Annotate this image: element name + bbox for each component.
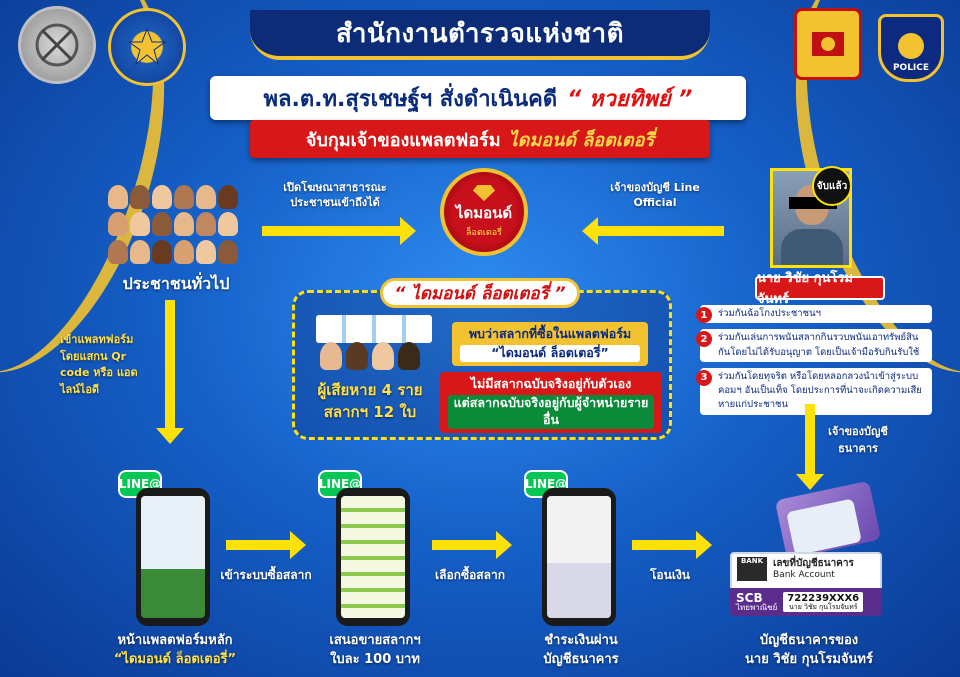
phone-lottery-offer — [336, 488, 410, 626]
victims-count: ผู้เสียหาย 4 ราย — [317, 381, 423, 399]
police-badge-text: POLICE — [892, 63, 930, 73]
agency-title: สำนักงานตำรวจแห่งชาติ — [335, 18, 625, 49]
brand-sub: ล็อตเตอรี่ — [466, 228, 502, 238]
arrow1-label: เข้าระบบซื้อสลาก — [220, 568, 312, 582]
scb-brand-th: ไทยพาณิชย์ — [736, 603, 778, 613]
arrow-owner-down — [796, 404, 824, 490]
charge-item: 2 ร่วมกันเล่นการพนันสลากกินรวบพนันเอาทรั… — [696, 329, 932, 362]
ad-label: เปิดโฆษณาสาธารณะ ประชาชนเข้าถึงได้ — [283, 181, 387, 210]
police-emblem-logo — [18, 6, 96, 84]
subhead-highlight: ไดมอนด์ ล็อตเตอรี่ — [508, 129, 655, 151]
charge-item: 1 ร่วมกันฉ้อโกงประชาชนฯ — [696, 305, 932, 324]
agency-title-bar: สำนักงานตำรวจแห่งชาติ — [250, 10, 710, 60]
entry-label: เข้าแพลทฟอร์ม โดยแสกน Qr code หรือ แอดไล… — [60, 333, 138, 396]
headline-banner: พล.ต.ท.สุรเชษฐ์ฯ สั่งดำเนินคดี “ หวยทิพย… — [210, 76, 746, 120]
account-number: 722239XXX6 — [787, 592, 860, 604]
scb-brand: SCB — [736, 590, 763, 605]
step2-label: เสนอขายสลากฯ ใบละ 100 บาท — [329, 633, 421, 667]
brand-name: ไดมอนด์ — [455, 204, 513, 222]
brand-logo: ไดมอนด์ ล็อตเตอรี่ — [440, 168, 528, 256]
step3-label: ชำระเงินผ่าน บัญชีธนาคาร — [543, 633, 619, 667]
victims-illustration — [310, 342, 430, 372]
arrow-owner-to-brand — [582, 217, 724, 245]
crowd-illustration — [103, 185, 243, 265]
public-label: ประชาชนทั่วไป — [122, 274, 230, 293]
headline-highlight: “ หวยทิพย์ ” — [567, 86, 693, 112]
arrow-step1-to-step2 — [226, 531, 306, 559]
star-emblem-logo — [108, 8, 186, 86]
scb-bar: SCB ไทยพาณิชย์ 722239XXX6 นาย วิชัย กุนโ… — [730, 588, 882, 616]
subhead-text: จับกุมเจ้าของแพลตฟอร์ม — [305, 129, 501, 151]
bank-building-icon: BANK — [737, 557, 767, 581]
bank-owner-label: เจ้าของบัญชี ธนาคาร — [828, 425, 888, 455]
lottery-tickets-illustration — [316, 315, 432, 343]
step1-label: หน้าแพลตฟอร์มหลัก “ไดมอนด์ ล็อตเตอรี่” — [113, 633, 237, 667]
suspect-name: นาย วิชัย กุนโรมจันทร์ — [755, 271, 885, 307]
arrow-public-down — [156, 300, 184, 444]
subhead-banner: จับกุมเจ้าของแพลตฟอร์ม ไดมอนด์ ล็อตเตอรี… — [250, 120, 710, 158]
arrow2-label: เลือกซื้อสลาก — [435, 568, 505, 582]
division-emblem-logo — [794, 8, 862, 80]
arrow3-label: โอนเงิน — [649, 568, 691, 582]
police-badge-logo: POLICE — [878, 14, 944, 82]
arrow-public-to-brand — [262, 217, 416, 245]
no-ticket-box: ไม่มีสลากฉบับจริงอยู่กับตัวเอง แต่สลากฉบ… — [440, 372, 662, 433]
arrow-step2-to-step3 — [432, 531, 512, 559]
bank-account-th: เลขที่บัญชีธนาคาร — [773, 557, 854, 569]
tickets-count: สลากฯ 12 ใบ — [323, 403, 417, 421]
phone-platform-main — [136, 488, 210, 626]
phone-payment — [542, 488, 616, 626]
finding-box: พบว่าสลากที่ซื้อในแพลตฟอร์ม “ไดมอนด์ ล็อ… — [452, 322, 648, 366]
charges-list: 1 ร่วมกันฉ้อโกงประชาชนฯ 2 ร่วมกันเล่นการ… — [696, 305, 932, 421]
charge-item: 3 ร่วมกันโดยทุจริต หรือโดยหลอกลวงนำเข้าส… — [696, 367, 932, 415]
bank-account-en: Bank Account — [773, 569, 835, 580]
arrow-step3-to-step4 — [632, 531, 712, 559]
platform-box-title: “ ไดมอนด์ ล็อตเตอรี่ ” — [380, 278, 580, 308]
line-owner-label: เจ้าของบัญชี Line Official — [610, 181, 700, 210]
badge-shield-icon — [898, 33, 924, 59]
headline-text: พล.ต.ท.สุรเชษฐ์ฯ สั่งดำเนินคดี — [263, 86, 558, 112]
caught-badge: จับแล้ว — [812, 166, 852, 206]
account-holder: นาย วิชัย กุนโรมจันทร์ — [788, 602, 858, 611]
step4-label: บัญชีธนาคารของ นาย วิชัย กุนโรมจันทร์ — [745, 633, 873, 667]
diamond-icon — [473, 185, 495, 201]
